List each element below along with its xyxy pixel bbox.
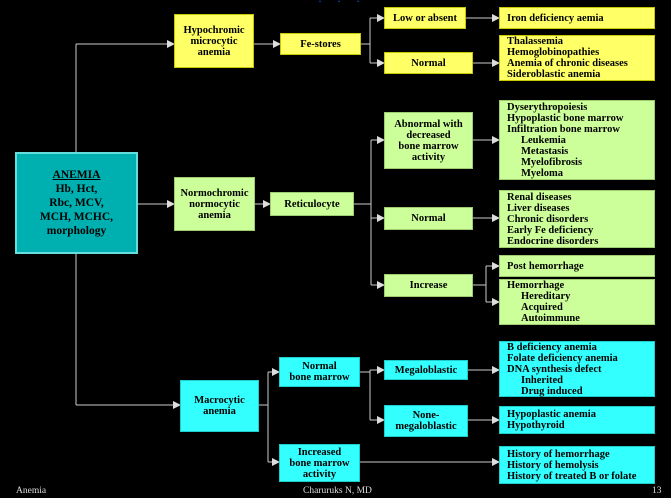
- anemia-root-node: ANEMIA Hb, Hct, Rbc, MCV, MCH, MCHC, mor…: [15, 152, 138, 254]
- fe-stores-node: Fe-stores: [280, 33, 361, 55]
- result-subitem: Acquired: [521, 302, 563, 313]
- result-item: Renal diseases: [507, 191, 572, 203]
- result-subitem: Drug induced: [521, 385, 583, 397]
- result-item: Endocrine disorders: [507, 235, 599, 247]
- result-subitem: Leukemia: [521, 134, 566, 146]
- root-title: ANEMIA: [52, 169, 101, 181]
- result-subitem: Metastasis: [521, 145, 569, 157]
- result-item: Hemoglobinopathies: [507, 47, 600, 58]
- hypochromic-node: Hypochromic microcytic anemia: [174, 14, 254, 68]
- result-item: Chronic disorders: [507, 213, 589, 225]
- result-item: B deficiency anemia: [507, 341, 597, 353]
- reticulocyte-node: Reticulocyte: [270, 192, 354, 216]
- retic-normal-result: Renal diseases Liver diseases Chronic di…: [499, 190, 655, 248]
- abnormal-marrow-node: Abnormal with decreased bone marrow acti…: [384, 112, 473, 169]
- nonmegaloblastic-node: None- megaloblastic: [384, 405, 468, 437]
- result-item: Sideroblastic anemia: [507, 69, 601, 80]
- result-item: History of treated B or folate: [507, 470, 637, 482]
- result-item: Early Fe deficiency: [507, 224, 594, 236]
- result-item: Hemorrhage: [507, 280, 565, 291]
- result-subitem: Autoimmune: [521, 313, 580, 324]
- result-item: Folate deficiency anemia: [507, 352, 618, 364]
- result-item: Infiltration bone marrow: [507, 123, 620, 135]
- hemorrhage-result: Hemorrhage Hereditary Acquired Autoimmun…: [499, 279, 655, 325]
- result-item: Anemia of chronic diseases: [507, 58, 628, 69]
- normochromic-node: Normochromic normocytic anemia: [174, 177, 255, 231]
- result-item: History of hemorrhage: [507, 448, 610, 460]
- iron-deficiency-result: Iron deficiency aemia: [499, 7, 655, 29]
- retic-normal-node: Normal: [384, 207, 473, 230]
- megaloblastic-result: B deficiency anemia Folate deficiency an…: [499, 341, 655, 397]
- nonmegaloblastic-result: Hypoplastic anemia Hypothyroid: [499, 406, 655, 434]
- result-item: Hypothyroid: [507, 420, 565, 431]
- hypo-normal-result: Thalassemia Hemoglobinopathies Anemia of…: [499, 35, 655, 81]
- result-item: History of hemolysis: [507, 459, 599, 471]
- title-decoration: · · ·: [318, 0, 366, 8]
- increase-node: Increase: [384, 274, 473, 297]
- result-item: Hypoplastic anemia: [507, 409, 596, 420]
- result-subitem: Hereditary: [521, 291, 571, 302]
- increased-marrow-result: History of hemorrhage History of hemolys…: [499, 446, 655, 484]
- post-hemorrhage-result: Post hemorrhage: [499, 255, 655, 277]
- slide-number: 13: [652, 486, 662, 496]
- result-item: Liver diseases: [507, 202, 570, 214]
- footer-left: Anemia: [16, 486, 47, 496]
- result-item: DNA synthesis defect: [507, 363, 602, 375]
- low-or-absent-node: Low or absent: [384, 7, 466, 29]
- result-item: Dyserythropoiesis: [507, 101, 588, 113]
- result-subitem: Myelofibrosis: [521, 156, 583, 168]
- footer-center: Charuruks N, MD: [303, 486, 372, 496]
- result-subitem: Inherited: [521, 374, 563, 386]
- result-item: Hypoplastic bone marrow: [507, 112, 624, 124]
- hypo-normal-node: Normal: [384, 52, 473, 74]
- root-criteria: Hb, Hct, Rbc, MCV, MCH, MCHC, morphology: [39, 183, 114, 237]
- result-item: Thalassemia: [507, 36, 564, 47]
- megaloblastic-node: Megaloblastic: [384, 360, 468, 380]
- normal-bone-marrow-node: Normal bone marrow: [279, 357, 360, 387]
- result-subitem: Myeloma: [521, 167, 563, 179]
- increased-bone-marrow-node: Increased bone marrow activity: [279, 444, 360, 482]
- macrocytic-node: Macrocytic anemia: [180, 380, 259, 432]
- abnormal-marrow-result: Dyserythropoiesis Hypoplastic bone marro…: [499, 100, 655, 180]
